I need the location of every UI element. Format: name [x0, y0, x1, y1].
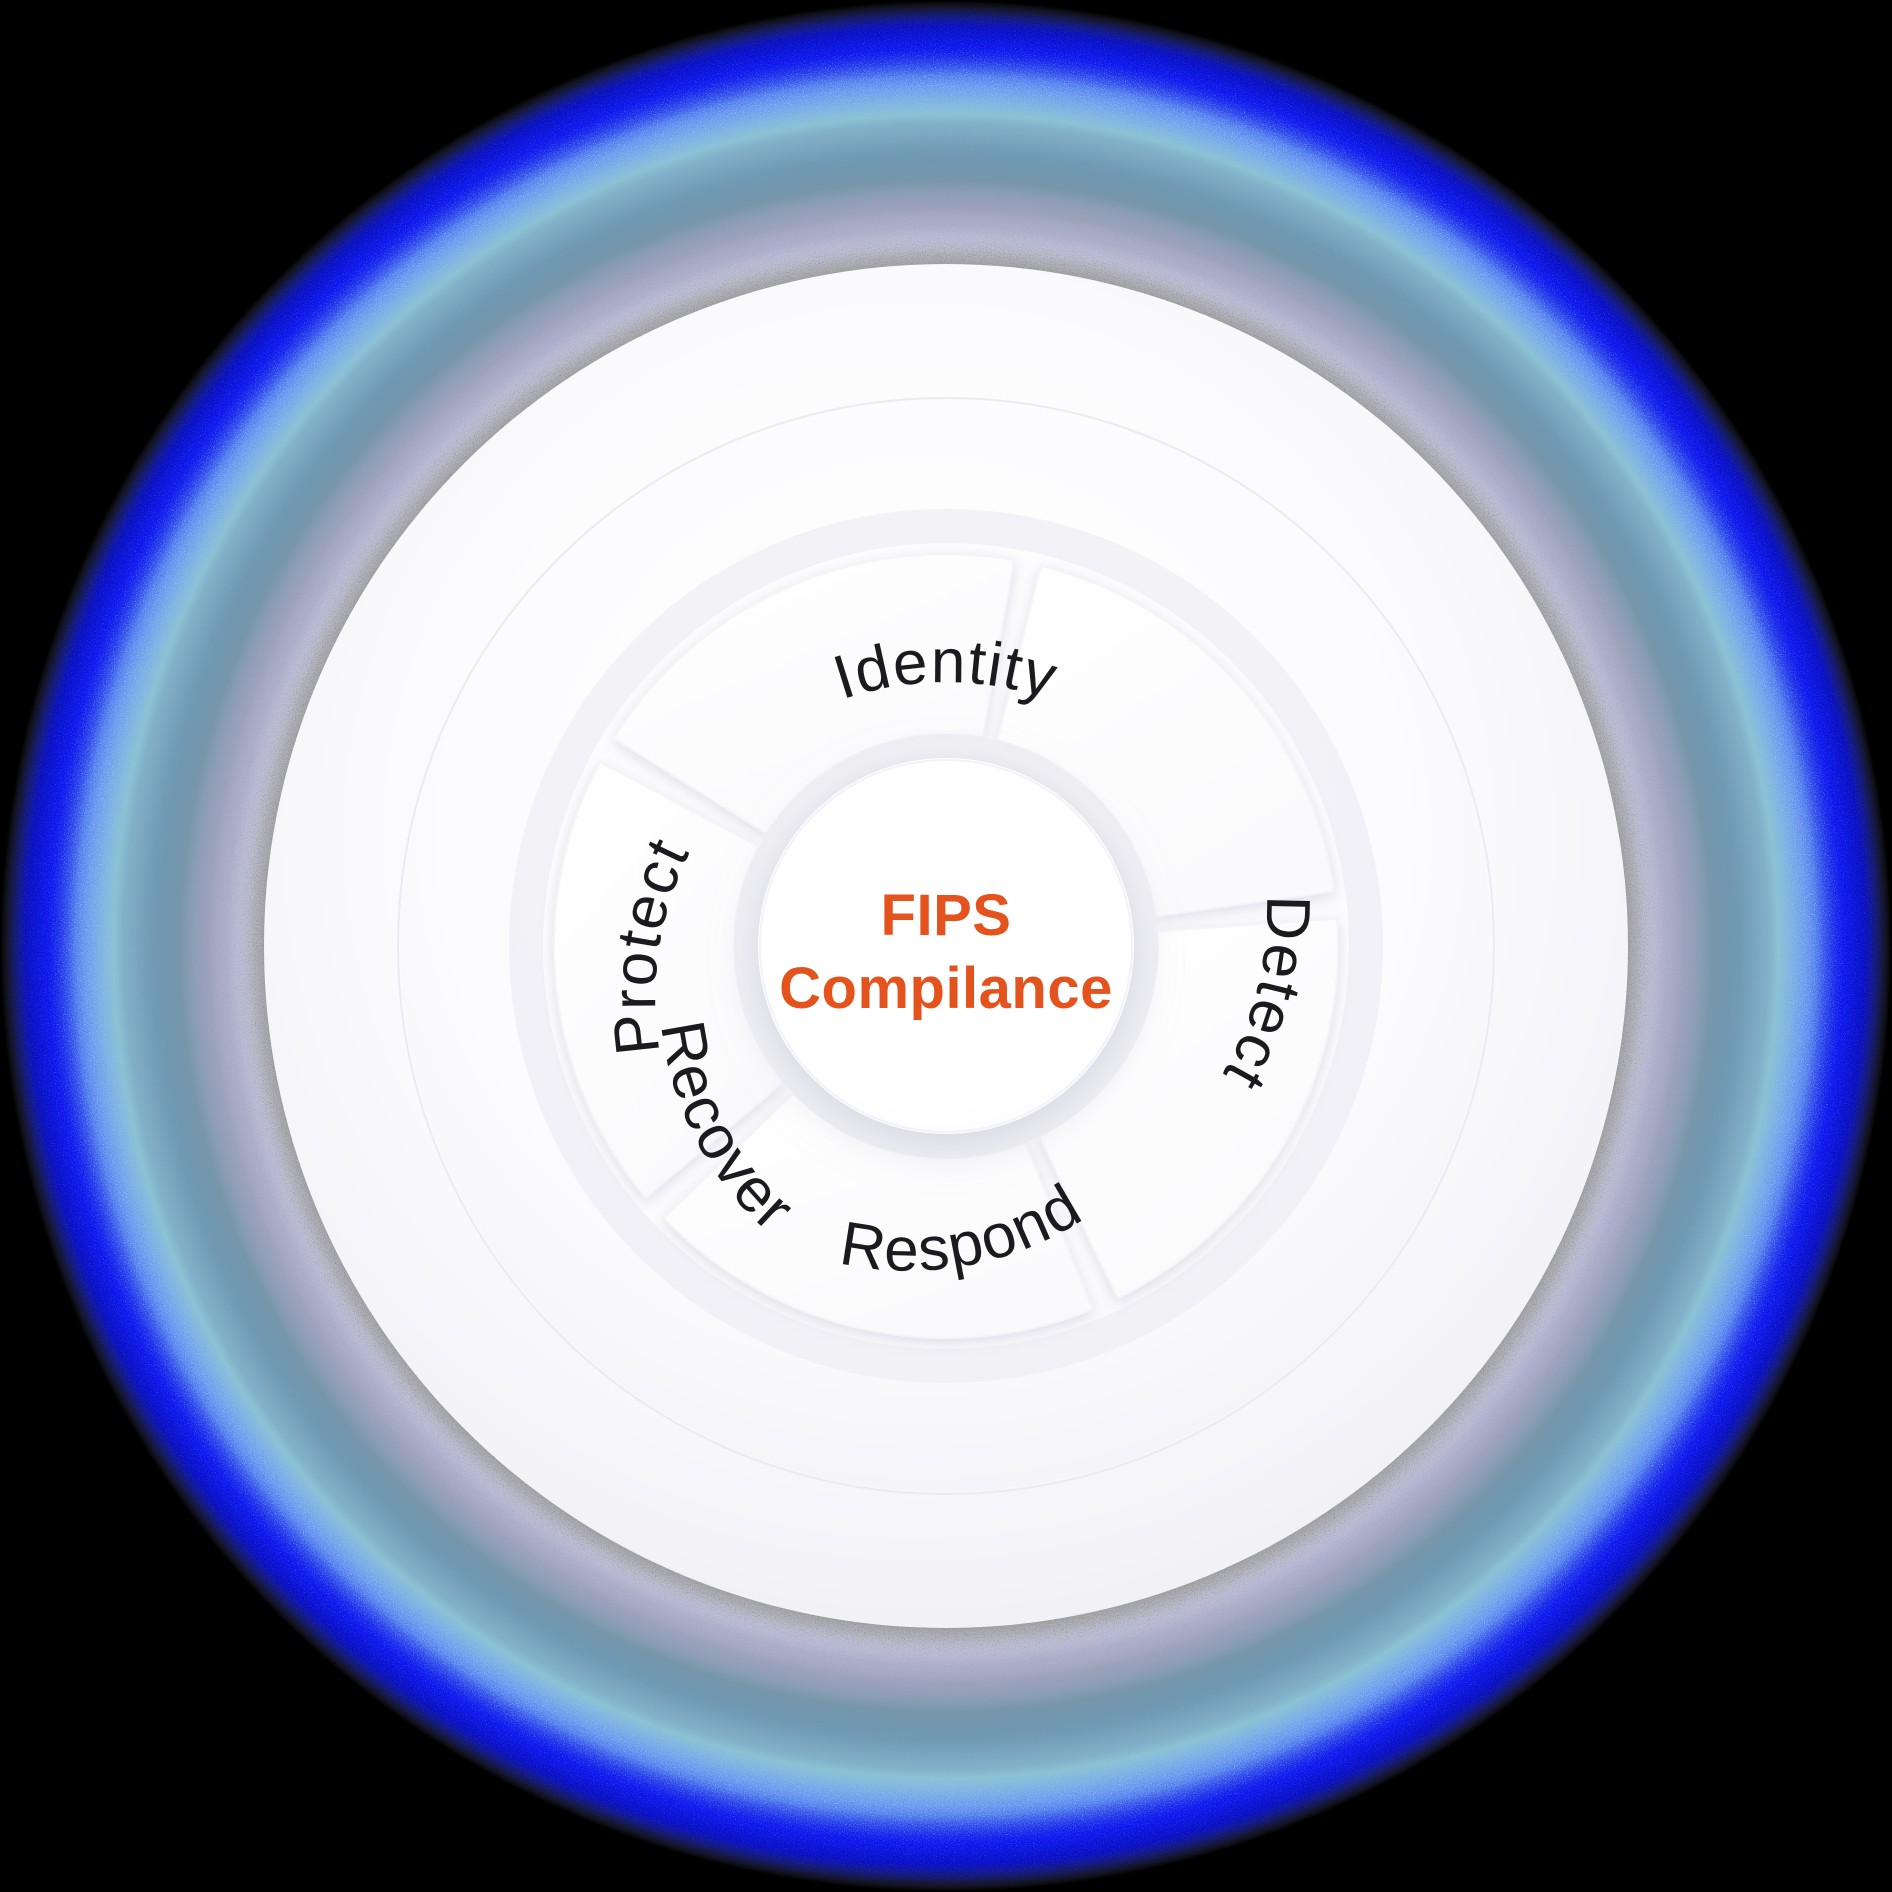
- center-hub-edge: [759, 759, 1133, 1133]
- segment-ring: [553, 553, 1339, 1339]
- center-label-group: FIPS Compilance: [779, 883, 1113, 1021]
- segment-ring-outer-shadow: [509, 509, 1383, 1383]
- center-label-line1: FIPS: [881, 883, 1012, 948]
- inner-disc-ring-edge: [397, 397, 1495, 1495]
- center-hub-circle: [758, 758, 1134, 1134]
- center-label-line2: Compilance: [779, 956, 1113, 1021]
